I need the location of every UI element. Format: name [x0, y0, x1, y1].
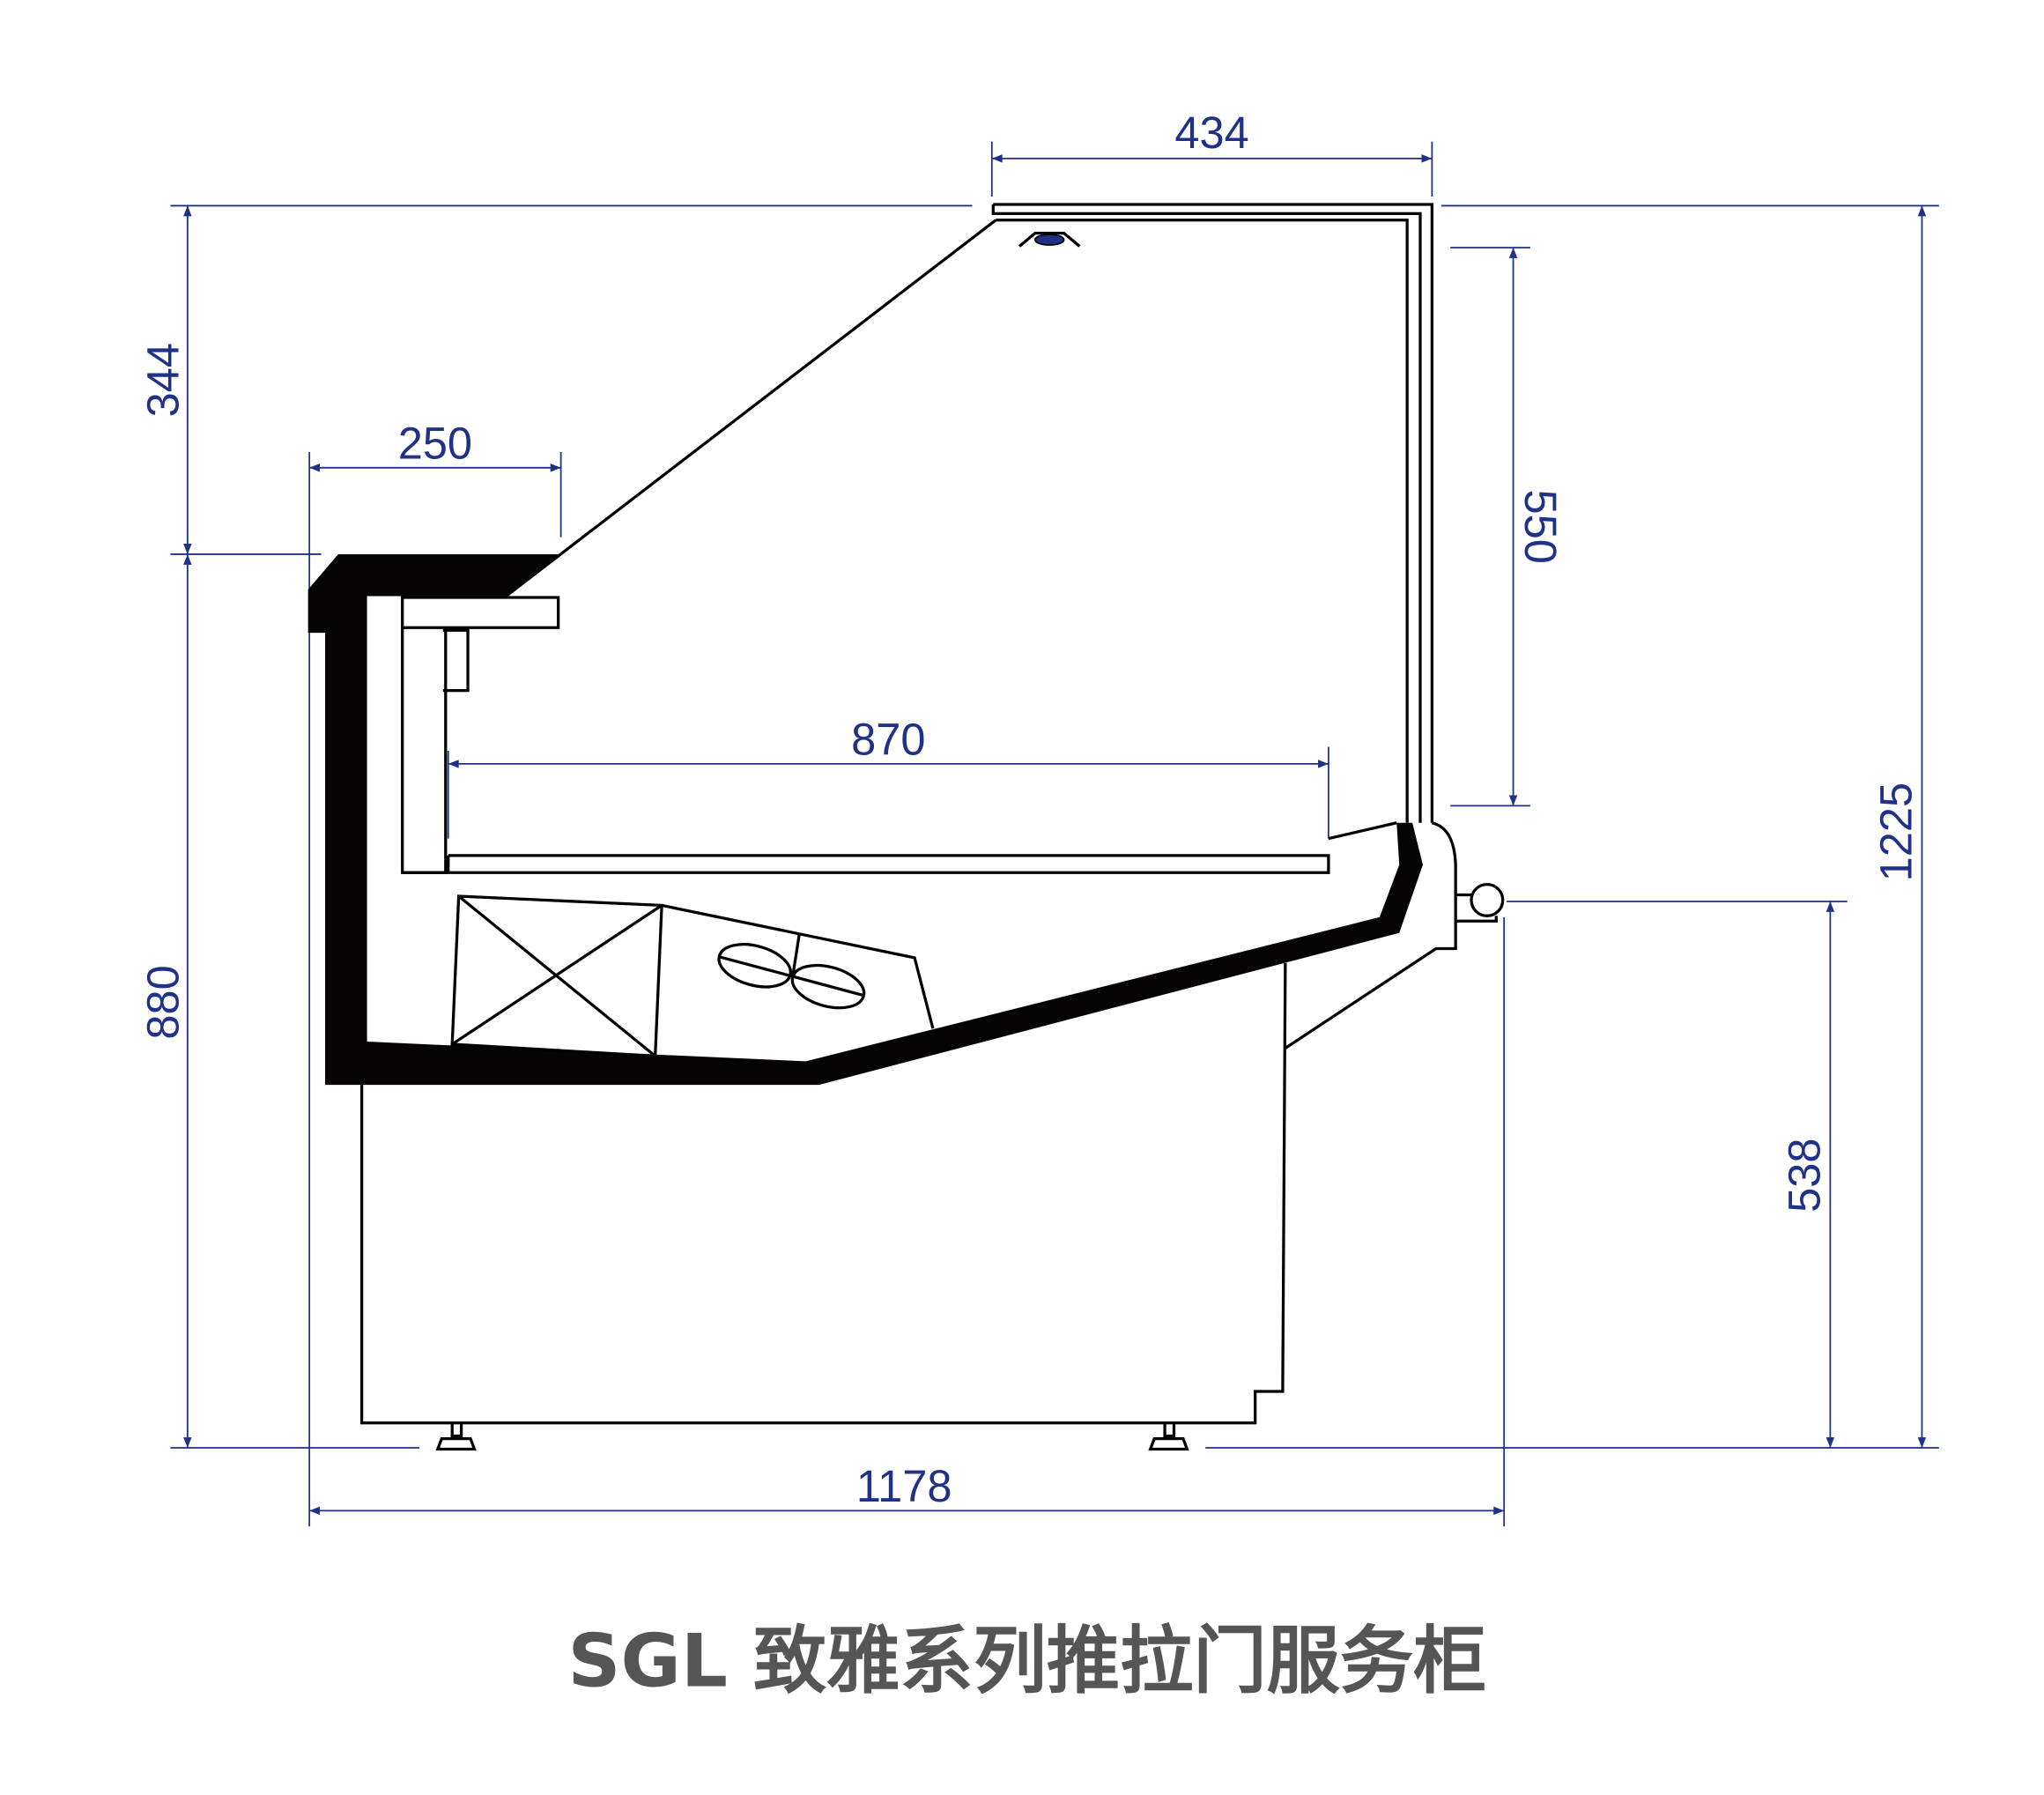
- fan-housing: [661, 903, 935, 1029]
- dim-label-870: 870: [851, 714, 925, 764]
- bumper-rail-icon: [1455, 882, 1505, 923]
- evaporator-coil: [450, 894, 663, 1058]
- dim-1225: 1225: [1871, 205, 1927, 1448]
- dim-label-434: 434: [1174, 108, 1248, 158]
- display-deck: [402, 821, 1397, 874]
- fan-icon: [717, 943, 866, 1010]
- dim-1178: 1178: [309, 1461, 1505, 1516]
- dim-label-250: 250: [398, 418, 472, 468]
- dim-label-538: 538: [1779, 1139, 1829, 1213]
- base-cabinet: [359, 962, 1287, 1425]
- dim-434: 434: [991, 108, 1433, 163]
- dim-550: 550: [1508, 248, 1566, 806]
- dim-label-344: 344: [137, 343, 188, 417]
- extension-lines: [170, 141, 1939, 1527]
- dim-label-550: 550: [1515, 490, 1566, 564]
- dim-label-1178: 1178: [856, 1461, 952, 1511]
- front-panel: [1284, 821, 1457, 1050]
- leveling-foot-left: [435, 1422, 477, 1451]
- dim-344: 344: [137, 205, 192, 554]
- rear-shelf: [401, 596, 560, 874]
- dim-label-880: 880: [137, 965, 188, 1039]
- insulated-tub: [307, 553, 1423, 1086]
- light-fixture-icon: [1018, 232, 1081, 248]
- dim-870: 870: [448, 714, 1329, 768]
- product-title: SGL 致雅系列推拉门服务柜: [568, 1619, 1487, 1704]
- dim-880: 880: [137, 553, 192, 1448]
- dim-538: 538: [1779, 901, 1835, 1448]
- glass-canopy: [510, 203, 1434, 823]
- dim-label-1225: 1225: [1871, 783, 1922, 881]
- dim-250: 250: [309, 418, 561, 472]
- leveling-foot-right: [1148, 1422, 1189, 1451]
